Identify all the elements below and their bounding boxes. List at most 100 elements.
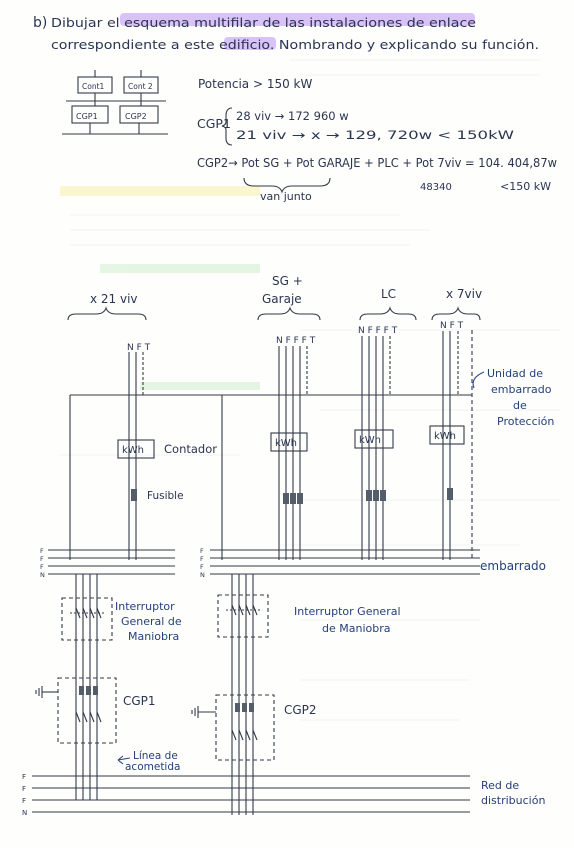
group-lc: LC	[381, 287, 396, 301]
group-labels: x 21 viv SG + Garaje LC x 7viv	[67, 274, 482, 321]
fuses: Fusible	[131, 488, 453, 504]
cont1-label: Cont1	[82, 82, 105, 91]
bus-letter-1d: N	[40, 571, 45, 579]
cgp2-fuse-c	[249, 703, 254, 712]
group-sg-top: SG +	[272, 274, 303, 288]
contador-label: Contador	[164, 442, 217, 456]
fuse-2a	[283, 493, 289, 504]
cgp1-box-main	[57, 677, 117, 744]
meter-box-3	[354, 429, 394, 449]
terminals-group-1: N F T	[127, 343, 151, 353]
acometida-line-1: Línea de	[133, 750, 178, 762]
cgp1-fuse-a	[79, 686, 84, 695]
igm2-line-2: de Maniobra	[322, 622, 390, 635]
igm-box-1	[61, 597, 113, 641]
cgp1-diagram-label: CGP1	[123, 694, 156, 708]
group-sg-bottom: Garaje	[262, 292, 302, 306]
red-distribucion-bus: F F F N Red de distribución	[22, 773, 545, 817]
green-highlight-bleed-2	[140, 382, 260, 390]
cgp2-box-main	[215, 694, 275, 761]
cgp1-row-2: 21 viv → x → 129, 720w < 150kW	[236, 128, 514, 142]
van-junto-label: van junto	[260, 190, 312, 203]
bus-letter-2a: F	[200, 547, 204, 555]
red-letter-b: F	[22, 785, 26, 793]
cgp1-brace	[221, 107, 233, 146]
igm1-line-2: General de	[121, 615, 182, 628]
acometida-arrow	[117, 755, 131, 765]
acometida-annotation: Línea de acometida	[117, 750, 180, 773]
embarrado-label: embarrado	[480, 559, 546, 573]
red-letter-c: F	[22, 797, 26, 805]
cgp2-fuse-b	[242, 703, 247, 712]
bus-letter-2c: F	[200, 563, 204, 571]
fuse-3c	[380, 490, 386, 501]
meter-box-4	[429, 425, 465, 445]
cgp2-diagram-label: CGP2	[284, 703, 317, 717]
acometida-line-2: acometida	[125, 761, 180, 773]
cgp2-calc-line: CGP2→ Pot SG + Pot GARAJE + PLC + Pot 7v…	[197, 156, 557, 170]
meter-label-4: kWh	[434, 431, 456, 442]
cgp1-row-1: 28 viv → 172 960 w	[236, 109, 349, 123]
fuse-3a	[366, 490, 372, 501]
heading-prefix: b)	[33, 15, 47, 31]
group-7-viv-brace	[431, 306, 481, 321]
bus-letter-1c: F	[40, 563, 44, 571]
cgp2-fuse-a	[235, 703, 240, 712]
red-line-2: distribución	[481, 794, 545, 807]
cgp1-fuse-b	[86, 686, 91, 695]
bus-letter-2b: F	[200, 555, 204, 563]
unidad-line-3: de	[513, 399, 527, 412]
cgp1-fuse-c	[93, 686, 98, 695]
unidad-line-1: Unidad de	[487, 367, 543, 380]
embarrado-busbars: F F F N F F F N embarrado	[40, 547, 546, 579]
fuse-2c	[297, 493, 303, 504]
igm1-line-1: Interruptor	[115, 600, 175, 613]
terminal-labels: N F T N F F F T N F F F T N F T	[127, 321, 464, 353]
less-than-150kw: <150 kW	[500, 180, 551, 193]
unidad-embarrado-annotation: Unidad de embarrado de Protección	[472, 367, 554, 428]
potencia-line: Potencia > 150 kW	[198, 77, 312, 91]
unidad-line-2: embarrado	[491, 383, 552, 396]
igm1-line-3: Maniobra	[128, 630, 179, 643]
cgp-boxes: CGP1 CGP2	[35, 677, 317, 761]
energy-meters: kWh kWh kWh kWh Contador	[117, 425, 465, 459]
igm-switches: Interruptor General de Maniobra Interrup…	[61, 594, 401, 643]
red-letter-a: F	[22, 773, 26, 781]
meter-label-1: kWh	[122, 445, 144, 456]
heading-line-2: correspondiente a este edificio. Nombran…	[51, 37, 539, 52]
group-7-viv: x 7viv	[446, 287, 482, 301]
edificio-highlight	[224, 37, 276, 50]
terminals-group-3: N F F F T	[358, 326, 398, 336]
fuse-3b	[373, 490, 379, 501]
meter-label-3: kWh	[359, 435, 381, 446]
unidad-line-4: Protección	[497, 415, 554, 428]
cgp1-label: CGP1	[76, 112, 98, 121]
bus-letter-1b: F	[40, 555, 44, 563]
meter-label-2: kWh	[275, 438, 297, 449]
cgp2-label: CGP2	[125, 112, 147, 121]
value-48340: 48340	[420, 182, 452, 193]
terminals-group-4: N F T	[440, 321, 464, 331]
fuse-4	[447, 488, 453, 500]
fuse-1	[131, 489, 137, 501]
cont2-label: Cont 2	[128, 82, 153, 91]
group-lc-brace	[359, 306, 417, 321]
heading-line-1: Dibujar el esquema multifilar de las ins…	[51, 15, 476, 30]
igm-box-2	[217, 594, 269, 638]
meter-box-2	[270, 432, 308, 452]
bleed-through-layer	[60, 59, 560, 721]
exercise-heading: b) Dibujar el esquema multifilar de las …	[33, 13, 539, 52]
red-line-1: Red de	[481, 779, 519, 792]
meter-box-1	[117, 439, 155, 459]
igm2-line-1: Interruptor General	[294, 605, 401, 618]
bus-letter-2d: N	[200, 571, 205, 579]
group-21-viv-brace	[67, 306, 147, 321]
group-21-viv: x 21 viv	[90, 292, 138, 306]
group-sg-brace	[257, 306, 321, 321]
green-highlight-bleed	[100, 264, 260, 273]
block-sketch: Cont1 Cont 2 CGP1 CGP2	[62, 70, 168, 135]
fuse-2b	[290, 493, 296, 504]
protection-bus	[69, 394, 472, 560]
yellow-highlight-bleed	[60, 186, 260, 196]
